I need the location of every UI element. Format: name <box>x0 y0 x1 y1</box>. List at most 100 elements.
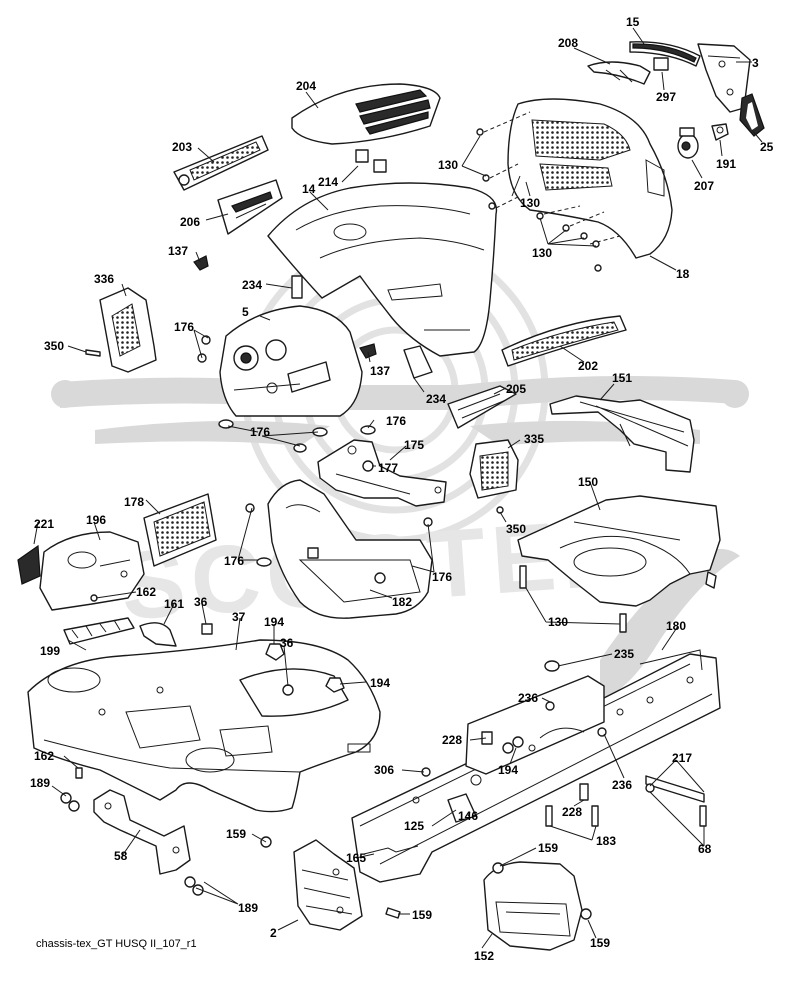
part-207-light-socket <box>677 127 699 159</box>
label-130-c: 130 <box>532 246 552 260</box>
label-199: 199 <box>40 644 60 658</box>
label-228-a: 228 <box>442 733 462 747</box>
part-335-side-duct <box>469 439 519 499</box>
label-234-a: 234 <box>242 278 262 292</box>
bolts-162-189-left <box>60 767 204 896</box>
part-151-bracket <box>549 395 695 473</box>
part-15-trim <box>629 41 701 67</box>
part-137-clip-left <box>193 255 209 271</box>
label-189-a: 189 <box>30 776 50 790</box>
label-58: 58 <box>114 849 128 863</box>
label-176-a: 176 <box>174 320 194 334</box>
bolts-130-group <box>476 111 621 272</box>
part-177-nut <box>362 460 374 472</box>
label-5: 5 <box>242 305 249 319</box>
part-180-chassis-frame <box>351 649 721 883</box>
hardware-36-194 <box>201 623 345 696</box>
label-130-d: 130 <box>548 615 568 629</box>
part-18-front-bumper <box>507 98 673 259</box>
part-205-insert <box>447 385 517 429</box>
label-175: 175 <box>404 438 424 452</box>
part-191-bulb <box>711 123 729 141</box>
label-176-d: 176 <box>224 554 244 568</box>
label-159-a: 159 <box>226 827 246 841</box>
label-25: 25 <box>760 140 774 154</box>
label-159-d: 159 <box>590 936 610 950</box>
part-137-clip-right <box>359 343 377 359</box>
label-36-a: 36 <box>194 595 208 609</box>
label-146: 146 <box>458 809 478 823</box>
label-36-b: 36 <box>280 636 294 650</box>
label-176-b: 176 <box>386 414 406 428</box>
label-152: 152 <box>474 949 494 963</box>
label-194-b: 194 <box>370 676 390 690</box>
label-204: 204 <box>296 79 316 93</box>
label-162-b: 162 <box>34 749 54 763</box>
part-3-panel <box>697 43 751 113</box>
label-335: 335 <box>524 432 544 446</box>
label-176-e: 176 <box>432 570 452 584</box>
part-2-front-bracket <box>293 839 363 931</box>
label-159-b: 159 <box>538 841 558 855</box>
leader-lines <box>33 27 763 949</box>
part-number-labels: 15 208 3 297 204 25 203 130 214 14 191 2… <box>30 15 774 963</box>
label-151: 151 <box>612 371 632 385</box>
part-234-decal-b <box>403 345 433 379</box>
label-189-b: 189 <box>238 901 258 915</box>
part-175-support <box>317 439 447 507</box>
label-235: 235 <box>614 647 634 661</box>
label-203: 203 <box>172 140 192 154</box>
label-206: 206 <box>180 215 200 229</box>
label-68: 68 <box>698 842 712 856</box>
part-350-screw-right <box>496 506 504 514</box>
part-37-rear-fender <box>27 639 381 813</box>
label-177: 177 <box>378 461 398 475</box>
label-236-b: 236 <box>612 778 632 792</box>
part-208-visor <box>587 61 651 85</box>
label-18: 18 <box>676 267 690 281</box>
label-161: 161 <box>164 597 184 611</box>
label-37: 37 <box>232 610 246 624</box>
label-162-a: 162 <box>136 585 156 599</box>
label-180: 180 <box>666 619 686 633</box>
label-350-a: 350 <box>44 339 64 353</box>
label-217: 217 <box>672 751 692 765</box>
part-214-clips <box>355 149 387 173</box>
label-207: 207 <box>694 179 714 193</box>
part-221-decal <box>17 544 41 585</box>
part-5-dash-panel <box>219 305 363 417</box>
part-165-rod <box>363 845 419 855</box>
label-176-c: 176 <box>250 425 270 439</box>
part-150-footrest <box>517 495 721 607</box>
part-336-side-duct <box>99 287 157 373</box>
label-14: 14 <box>302 182 316 196</box>
part-297-clip <box>653 57 669 71</box>
label-15: 15 <box>626 15 640 29</box>
label-214: 214 <box>318 175 338 189</box>
label-137-a: 137 <box>168 244 188 258</box>
label-194-c: 194 <box>498 763 518 777</box>
label-150: 150 <box>578 475 598 489</box>
part-182-lower-panel <box>267 479 433 619</box>
label-182: 182 <box>392 595 412 609</box>
label-183: 183 <box>596 834 616 848</box>
label-130-b: 130 <box>520 196 540 210</box>
part-14-hood <box>267 182 498 357</box>
part-202-grille <box>501 315 627 367</box>
part-25-seal <box>739 93 765 137</box>
label-350-b: 350 <box>506 522 526 536</box>
label-297: 297 <box>656 90 676 104</box>
label-221: 221 <box>34 517 54 531</box>
label-208: 208 <box>558 36 578 50</box>
label-306: 306 <box>374 763 394 777</box>
label-191: 191 <box>716 157 736 171</box>
label-137-b: 137 <box>370 364 390 378</box>
label-159-c: 159 <box>412 908 432 922</box>
bolts-130-lower <box>519 565 717 633</box>
label-205: 205 <box>506 382 526 396</box>
label-2: 2 <box>270 926 277 940</box>
diagram-caption: chassis-tex_GT HUSQ II_107_r1 <box>36 938 197 950</box>
label-234-b: 234 <box>426 392 446 406</box>
label-202: 202 <box>578 359 598 373</box>
